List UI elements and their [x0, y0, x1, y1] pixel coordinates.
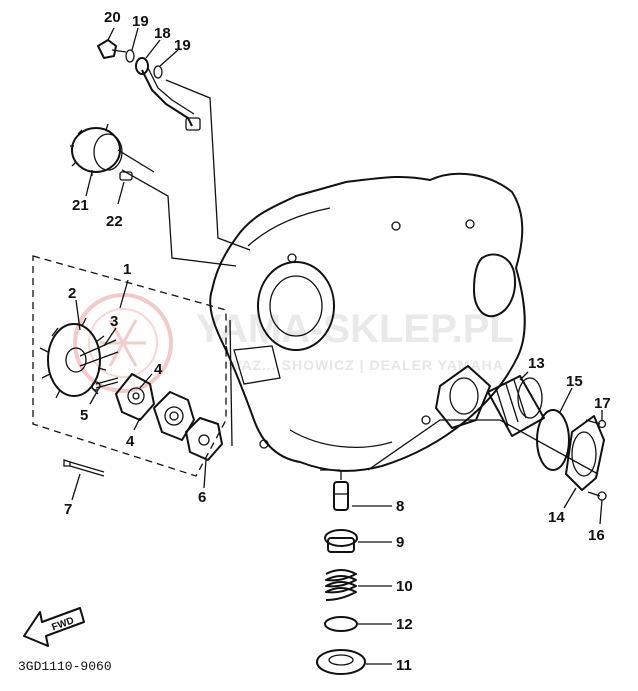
- pump-gasket: [185, 417, 223, 461]
- oil-filter-13: [487, 375, 545, 437]
- bolt-7: [63, 459, 105, 477]
- callout-19-right: 19: [174, 37, 191, 54]
- yamaha-logo-watermark: [73, 293, 173, 393]
- spring-10: [325, 569, 357, 601]
- callout-22: 22: [106, 213, 123, 230]
- oil-pipe: [141, 67, 201, 131]
- callout-10: 10: [396, 578, 413, 595]
- callout-7: 7: [64, 501, 72, 518]
- callout-21: 21: [72, 197, 89, 214]
- plug-9: [324, 529, 358, 553]
- callout-14: 14: [548, 509, 565, 526]
- washer-19a: [125, 49, 135, 63]
- callout-15: 15: [566, 373, 583, 390]
- dowel-22: [119, 171, 133, 181]
- callout-4-lower: 4: [126, 433, 135, 450]
- callout-16: 16: [588, 527, 605, 544]
- callout-leaders: [71, 27, 603, 665]
- callout-4-upper: 4: [154, 361, 163, 378]
- pump-rotor-plate: [115, 373, 155, 421]
- bolt-16: [587, 491, 607, 501]
- callout-13: 13: [528, 355, 545, 372]
- bolt-20: [97, 39, 127, 59]
- callout-18: 18: [154, 25, 171, 42]
- bolt-17: [585, 419, 607, 429]
- watermark-subtitle: WAZ... SHOWICZ | DEALER YAMAHA: [228, 357, 504, 373]
- callout-19-left: 19: [132, 13, 149, 30]
- diagram-code: 3GD1110-9060: [18, 659, 112, 674]
- oil-pump-gear: [39, 317, 119, 399]
- callout-17: 17: [594, 395, 611, 412]
- o-ring-15: [536, 409, 570, 471]
- callout-11: 11: [396, 657, 412, 674]
- crankcase-cover: [209, 172, 526, 472]
- pump-body: [153, 391, 195, 441]
- strainer-8: [333, 481, 349, 511]
- fwd-arrow-icon: FWD: [23, 607, 85, 647]
- callout-9: 9: [396, 534, 404, 551]
- callout-6: 6: [198, 489, 206, 506]
- callout-1: 1: [123, 261, 131, 278]
- filter-cover-14: [565, 415, 605, 491]
- filter-housing-mount: [435, 365, 491, 429]
- o-ring-12: [324, 616, 358, 632]
- oil-pump-group-outline: [32, 255, 227, 477]
- drain-cap-11: [316, 649, 366, 675]
- gear-21: [70, 123, 155, 176]
- callout-5: 5: [80, 407, 88, 424]
- callout-8: 8: [396, 498, 404, 515]
- callout-12: 12: [396, 616, 413, 633]
- watermark-title: YAMA-SKLEP.PL: [196, 307, 514, 351]
- callout-3: 3: [110, 313, 118, 330]
- callout-2: 2: [68, 285, 76, 302]
- union-18: [135, 57, 149, 75]
- washer-19b: [153, 65, 163, 79]
- callout-20: 20: [104, 9, 121, 26]
- screw-5: [91, 377, 119, 391]
